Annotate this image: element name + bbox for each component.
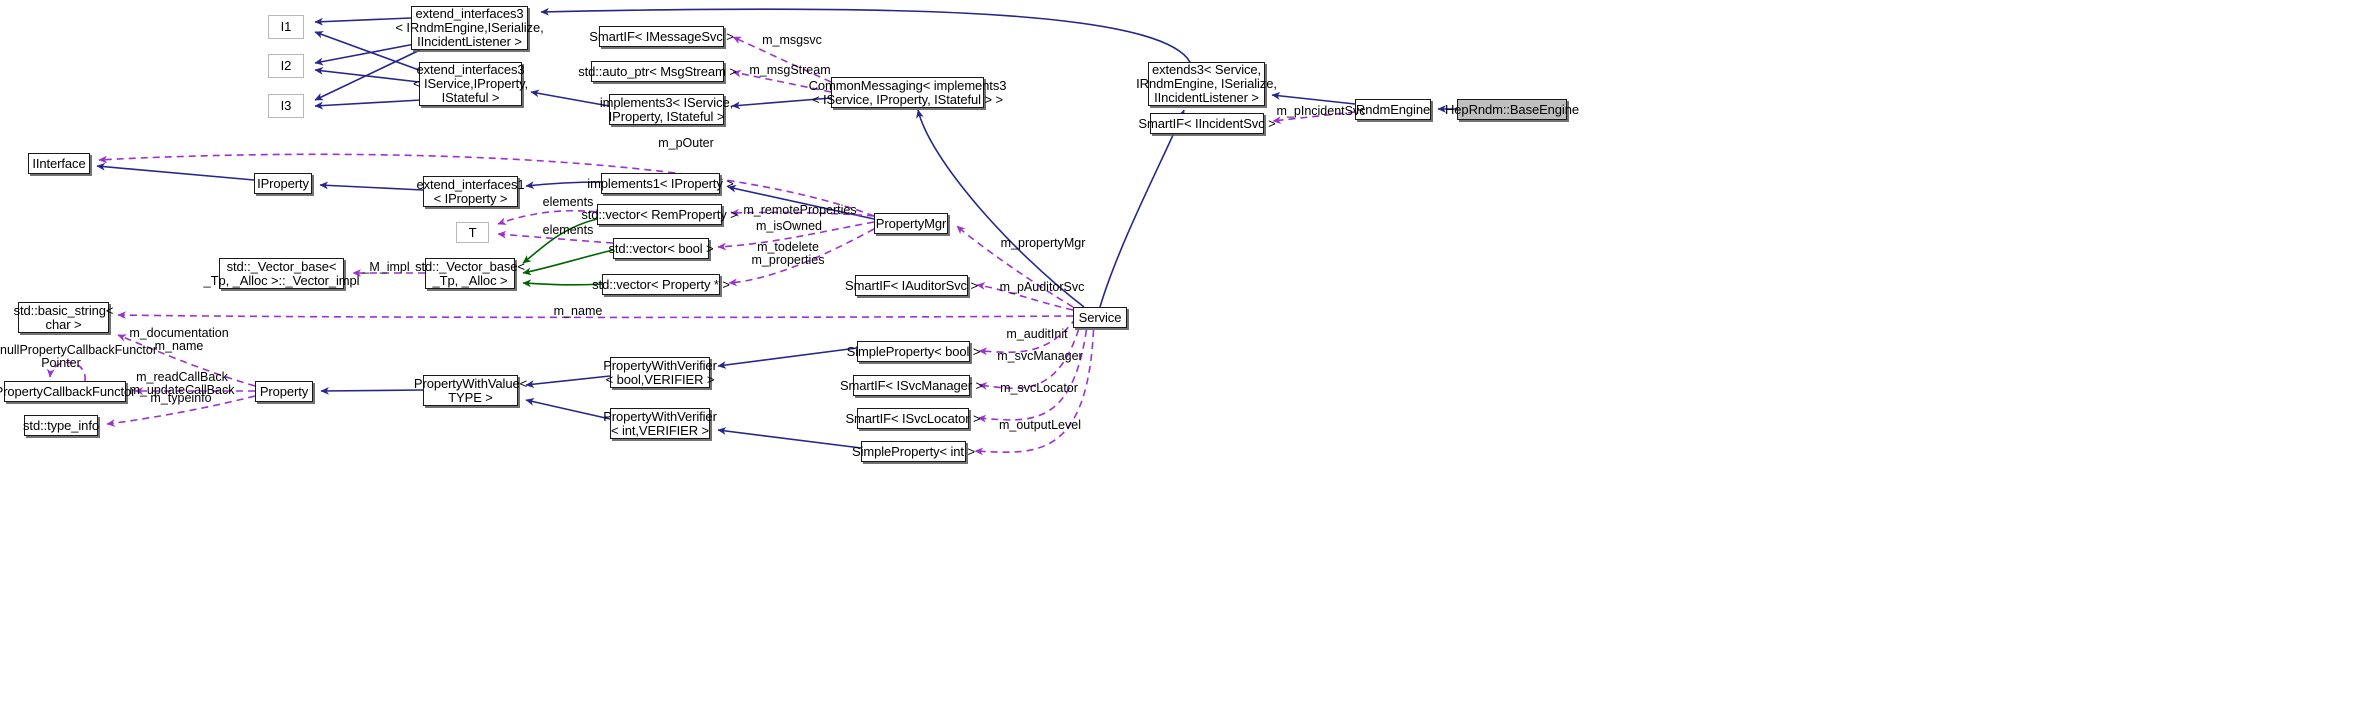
edge-label-m_svcManager: m_svcManager: [997, 349, 1083, 363]
edge-label-m_svcLocator: m_svcLocator: [1000, 381, 1078, 395]
class-node-ei3_service[interactable]: extend_interfaces3 < IService,IProperty,…: [412, 62, 529, 106]
class-node-pwv_int[interactable]: PropertyWithVerifier < int,VERIFIER >: [603, 408, 717, 439]
class-node-commonmsg[interactable]: CommonMessaging< implements3 < IService,…: [808, 77, 1007, 108]
class-node-iinterface[interactable]: IInterface: [28, 153, 90, 174]
edge-label-m_typeinfo: m_typeinfo: [150, 391, 212, 405]
class-node-vec_propptr[interactable]: std::vector< Property * >: [592, 274, 730, 295]
edge-label-nullPropertyCallbackFunctorPointer: nullPropertyCallbackFunctor Pointer: [0, 343, 158, 370]
class-node-smartif_aud[interactable]: SmartIF< IAuditorSvc >: [845, 275, 978, 296]
class-node-smartif_svcm[interactable]: SmartIF< ISvcManager >: [840, 375, 983, 396]
edge-label-elements_2: elements: [542, 223, 594, 237]
class-node-property[interactable]: Property: [255, 381, 313, 402]
class-node-propcallback[interactable]: PropertyCallbackFunctor: [0, 381, 135, 402]
class-node-vecbase[interactable]: std::_Vector_base< _Tp, _Alloc >: [415, 258, 525, 289]
class-node-ei3_rndm[interactable]: extend_interfaces3 < IRndmEngine,ISerial…: [395, 6, 544, 50]
edge-label-elements_1: elements: [542, 195, 594, 209]
class-node-basicstring[interactable]: std::basic_string< char >: [13, 302, 114, 333]
edge-label-m_pOuter: m_pOuter: [658, 136, 714, 150]
edge-label-m_outputLevel: m_outputLevel: [998, 418, 1081, 432]
edge-label-m_isOwned: m_isOwned: [756, 219, 822, 233]
class-node-i2[interactable]: I2: [268, 54, 304, 78]
class-node-i1[interactable]: I1: [268, 15, 304, 39]
class-node-vecbase_impl[interactable]: std::_Vector_base< _Tp, _Alloc >::_Vecto…: [203, 258, 360, 289]
class-node-iproperty[interactable]: IProperty: [254, 173, 312, 194]
edge-label-m_name: m_name: [553, 304, 603, 318]
edge-label-m_msgStream: m_msgStream: [749, 63, 831, 77]
class-node-autoptr_msg[interactable]: std::auto_ptr< MsgStream >: [578, 61, 737, 82]
class-node-smartif_svcl[interactable]: SmartIF< ISvcLocator >: [845, 408, 981, 429]
class-node-baseengine[interactable]: HepRndm::BaseEngine: [1445, 99, 1579, 120]
edge-label-_M_impl: _M_impl: [362, 260, 410, 274]
class-node-propertymgr[interactable]: PropertyMgr: [874, 213, 948, 234]
class-node-service[interactable]: Service: [1073, 307, 1127, 328]
edge-label-m_auditInit: m_auditInit: [1006, 327, 1068, 341]
class-node-propwithvalue[interactable]: PropertyWithValue< TYPE >: [413, 375, 528, 406]
class-node-rndmengine[interactable]: RndmEngine: [1355, 99, 1431, 120]
class-node-pwv_bool[interactable]: PropertyWithVerifier < bool,VERIFIER >: [603, 357, 717, 388]
class-node-smartif_inc[interactable]: SmartIF< IIncidentSvc >: [1138, 113, 1276, 134]
class-node-t[interactable]: T: [456, 222, 489, 243]
edge-label-m_msgsvc: m_msgsvc: [762, 33, 822, 47]
edge-label-m_todelete: m_todelete m_properties: [751, 240, 825, 267]
class-node-simpleprop_b[interactable]: SimpleProperty< bool >: [847, 341, 980, 362]
class-node-extends3[interactable]: extends3< Service, IRndmEngine, ISeriali…: [1136, 62, 1277, 106]
class-node-vec_bool[interactable]: std::vector< bool >: [608, 238, 714, 259]
edge-label-m_pAuditorSvc: m_pAuditorSvc: [999, 280, 1085, 294]
edge-label-m_pIncidentSvc: m_pIncidentSvc: [1276, 104, 1366, 118]
class-node-vec_remprop[interactable]: std::vector< RemProperty >: [581, 204, 738, 225]
class-node-ei1_prop[interactable]: extend_interfaces1 < IProperty >: [416, 176, 525, 207]
class-node-impl1_prop[interactable]: implements1< IProperty >: [587, 173, 734, 194]
class-node-impl3_service[interactable]: implements3< IService, IProperty, IState…: [599, 94, 734, 125]
edge-label-m_remoteProperties: m_remoteProperties: [743, 203, 857, 217]
edge-label-m_propertyMgr: m_propertyMgr: [1000, 236, 1086, 250]
class-node-simpleprop_i[interactable]: SimpleProperty< int >: [852, 441, 975, 462]
class-node-typeinfo[interactable]: std::type_info: [23, 415, 99, 436]
class-node-i3[interactable]: I3: [268, 94, 304, 118]
class-node-smartif_msg[interactable]: SmartIF< IMessageSvc >: [589, 26, 734, 47]
